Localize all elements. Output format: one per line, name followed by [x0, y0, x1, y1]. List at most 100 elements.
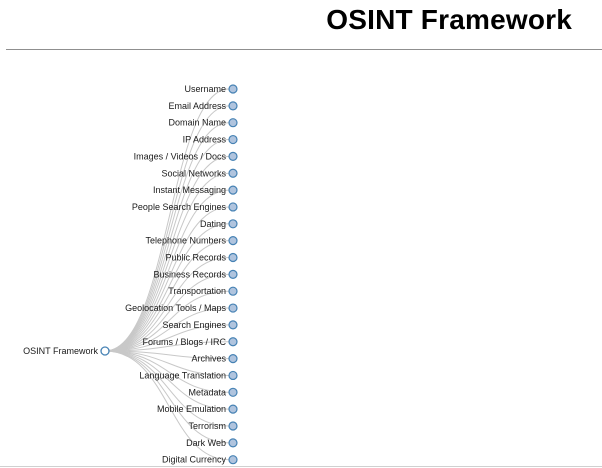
tree-node-terrorism[interactable]: Terrorism [189, 421, 238, 431]
page-title: OSINT Framework [326, 4, 572, 35]
tree-node-label[interactable]: Public Records [165, 253, 226, 263]
tree-link [104, 139, 230, 352]
tree-node-circle[interactable] [228, 84, 238, 94]
tree-link [104, 350, 230, 461]
tree-link [104, 88, 230, 352]
tree-node-circle[interactable] [228, 404, 238, 414]
tree-node-language-translation[interactable]: Language Translation [139, 370, 238, 381]
tree-node-label[interactable]: Digital Currency [162, 455, 227, 465]
tree-node-business-records[interactable]: Business Records [153, 269, 238, 279]
tree-node-instant-messaging[interactable]: Instant Messaging [153, 185, 238, 195]
tree-node-circle[interactable] [228, 387, 238, 397]
tree-link [104, 257, 230, 352]
tree-node-label[interactable]: Mobile Emulation [157, 404, 226, 414]
tree-node-social-networks[interactable]: Social Networks [161, 168, 238, 178]
tree-node-username[interactable]: Username [184, 84, 238, 94]
tree-node-geolocation-tools-maps[interactable]: Geolocation Tools / Maps [125, 303, 238, 313]
tree-node-circle[interactable] [228, 202, 238, 212]
tree-link [104, 273, 230, 352]
tree-node-label[interactable]: Transportation [168, 286, 226, 296]
tree-node-label[interactable]: Telephone Numbers [145, 236, 226, 246]
tree-node-label[interactable]: Email Address [168, 101, 226, 111]
tree-node-circle[interactable] [228, 252, 238, 263]
tree-link [104, 206, 230, 352]
tree-node-label[interactable]: Search Engines [162, 320, 226, 330]
tree-node-circle[interactable] [228, 320, 238, 330]
tree-node-circle[interactable] [228, 151, 238, 161]
tree-node-label[interactable]: Business Records [153, 269, 226, 279]
tree-node-label[interactable]: Terrorism [189, 421, 227, 431]
tree-node-label: OSINT Framework [23, 346, 98, 356]
tree-node-label[interactable]: IP Address [183, 135, 227, 145]
tree-node-circle[interactable] [228, 337, 238, 347]
tree-node-circle[interactable] [228, 303, 238, 313]
tree-node-circle[interactable] [228, 370, 238, 381]
bottom-divider [0, 466, 602, 467]
tree-node-digital-currency[interactable]: Digital Currency [162, 455, 238, 465]
tree-node-label[interactable]: Social Networks [161, 168, 226, 178]
tree-link [104, 290, 230, 352]
tree-node-circle[interactable] [228, 286, 238, 296]
tree-node-label[interactable]: Geolocation Tools / Maps [125, 303, 226, 313]
tree-node-label[interactable]: Language Translation [139, 370, 226, 380]
tree-node-label[interactable]: Images / Videos / Docs [134, 151, 227, 161]
tree-node-circle[interactable] [228, 455, 238, 465]
tree-node-people-search-engines[interactable]: People Search Engines [132, 202, 238, 212]
tree-link [104, 350, 230, 444]
tree-node-dark-web[interactable]: Dark Web [186, 438, 238, 448]
tree-node-public-records[interactable]: Public Records [165, 252, 238, 263]
header-divider [6, 49, 602, 50]
tree-link [104, 307, 230, 352]
tree-node-circle[interactable] [228, 185, 238, 195]
tree-node-domain-name[interactable]: Domain Name [168, 118, 238, 128]
tree-node-circle[interactable] [100, 346, 110, 356]
tree-link [104, 324, 230, 352]
tree-link [104, 240, 230, 352]
tree-node-circle[interactable] [228, 219, 238, 229]
tree-node-metadata[interactable]: Metadata [188, 387, 238, 397]
tree-link [104, 350, 230, 376]
tree-node-label[interactable]: Instant Messaging [153, 185, 226, 195]
tree-node-label[interactable]: Domain Name [168, 118, 226, 128]
tree-link [104, 223, 230, 352]
tree-node-circle[interactable] [228, 168, 238, 178]
tree-node-label[interactable]: Metadata [188, 387, 226, 397]
tree-links [104, 88, 230, 461]
tree-link [104, 122, 230, 352]
tree-node-circle[interactable] [228, 421, 238, 431]
tree-node-label[interactable]: Dating [200, 219, 226, 229]
tree-node-root[interactable]: OSINT Framework [23, 346, 110, 356]
tree-node-ip-address[interactable]: IP Address [183, 134, 238, 145]
tree-node-circle[interactable] [228, 134, 238, 145]
tree-node-label[interactable]: Username [184, 84, 226, 94]
tree-node-telephone-numbers[interactable]: Telephone Numbers [145, 236, 238, 246]
tree-node-mobile-emulation[interactable]: Mobile Emulation [157, 404, 238, 414]
tree-node-circle[interactable] [228, 269, 238, 279]
tree-node-circle[interactable] [228, 354, 238, 364]
tree-node-search-engines[interactable]: Search Engines [162, 320, 238, 330]
tree-node-label[interactable]: Archives [191, 354, 226, 364]
tree-node-circle[interactable] [228, 118, 238, 128]
tree-link [104, 155, 230, 352]
tree-link [104, 350, 230, 360]
tree-link [104, 105, 230, 352]
tree-node-dating[interactable]: Dating [200, 219, 238, 229]
tree-link [104, 341, 230, 352]
tree-node-circle[interactable] [228, 101, 238, 111]
tree-node-forums-blogs-irc[interactable]: Forums / Blogs / IRC [142, 337, 238, 347]
tree-link [104, 350, 230, 427]
tree-node-circle[interactable] [228, 236, 238, 246]
tree-node-circle[interactable] [228, 438, 238, 448]
tree-node-archives[interactable]: Archives [191, 354, 238, 364]
tree-node-email-address[interactable]: Email Address [168, 101, 238, 111]
tree-node-label[interactable]: People Search Engines [132, 202, 227, 212]
tree-node-label[interactable]: Forums / Blogs / IRC [142, 337, 226, 347]
tree-link [104, 172, 230, 352]
tree-node-images-videos-docs[interactable]: Images / Videos / Docs [134, 151, 238, 161]
tree-node-label[interactable]: Dark Web [186, 438, 226, 448]
tree-node-transportation[interactable]: Transportation [168, 286, 238, 296]
tree-link [104, 189, 230, 352]
